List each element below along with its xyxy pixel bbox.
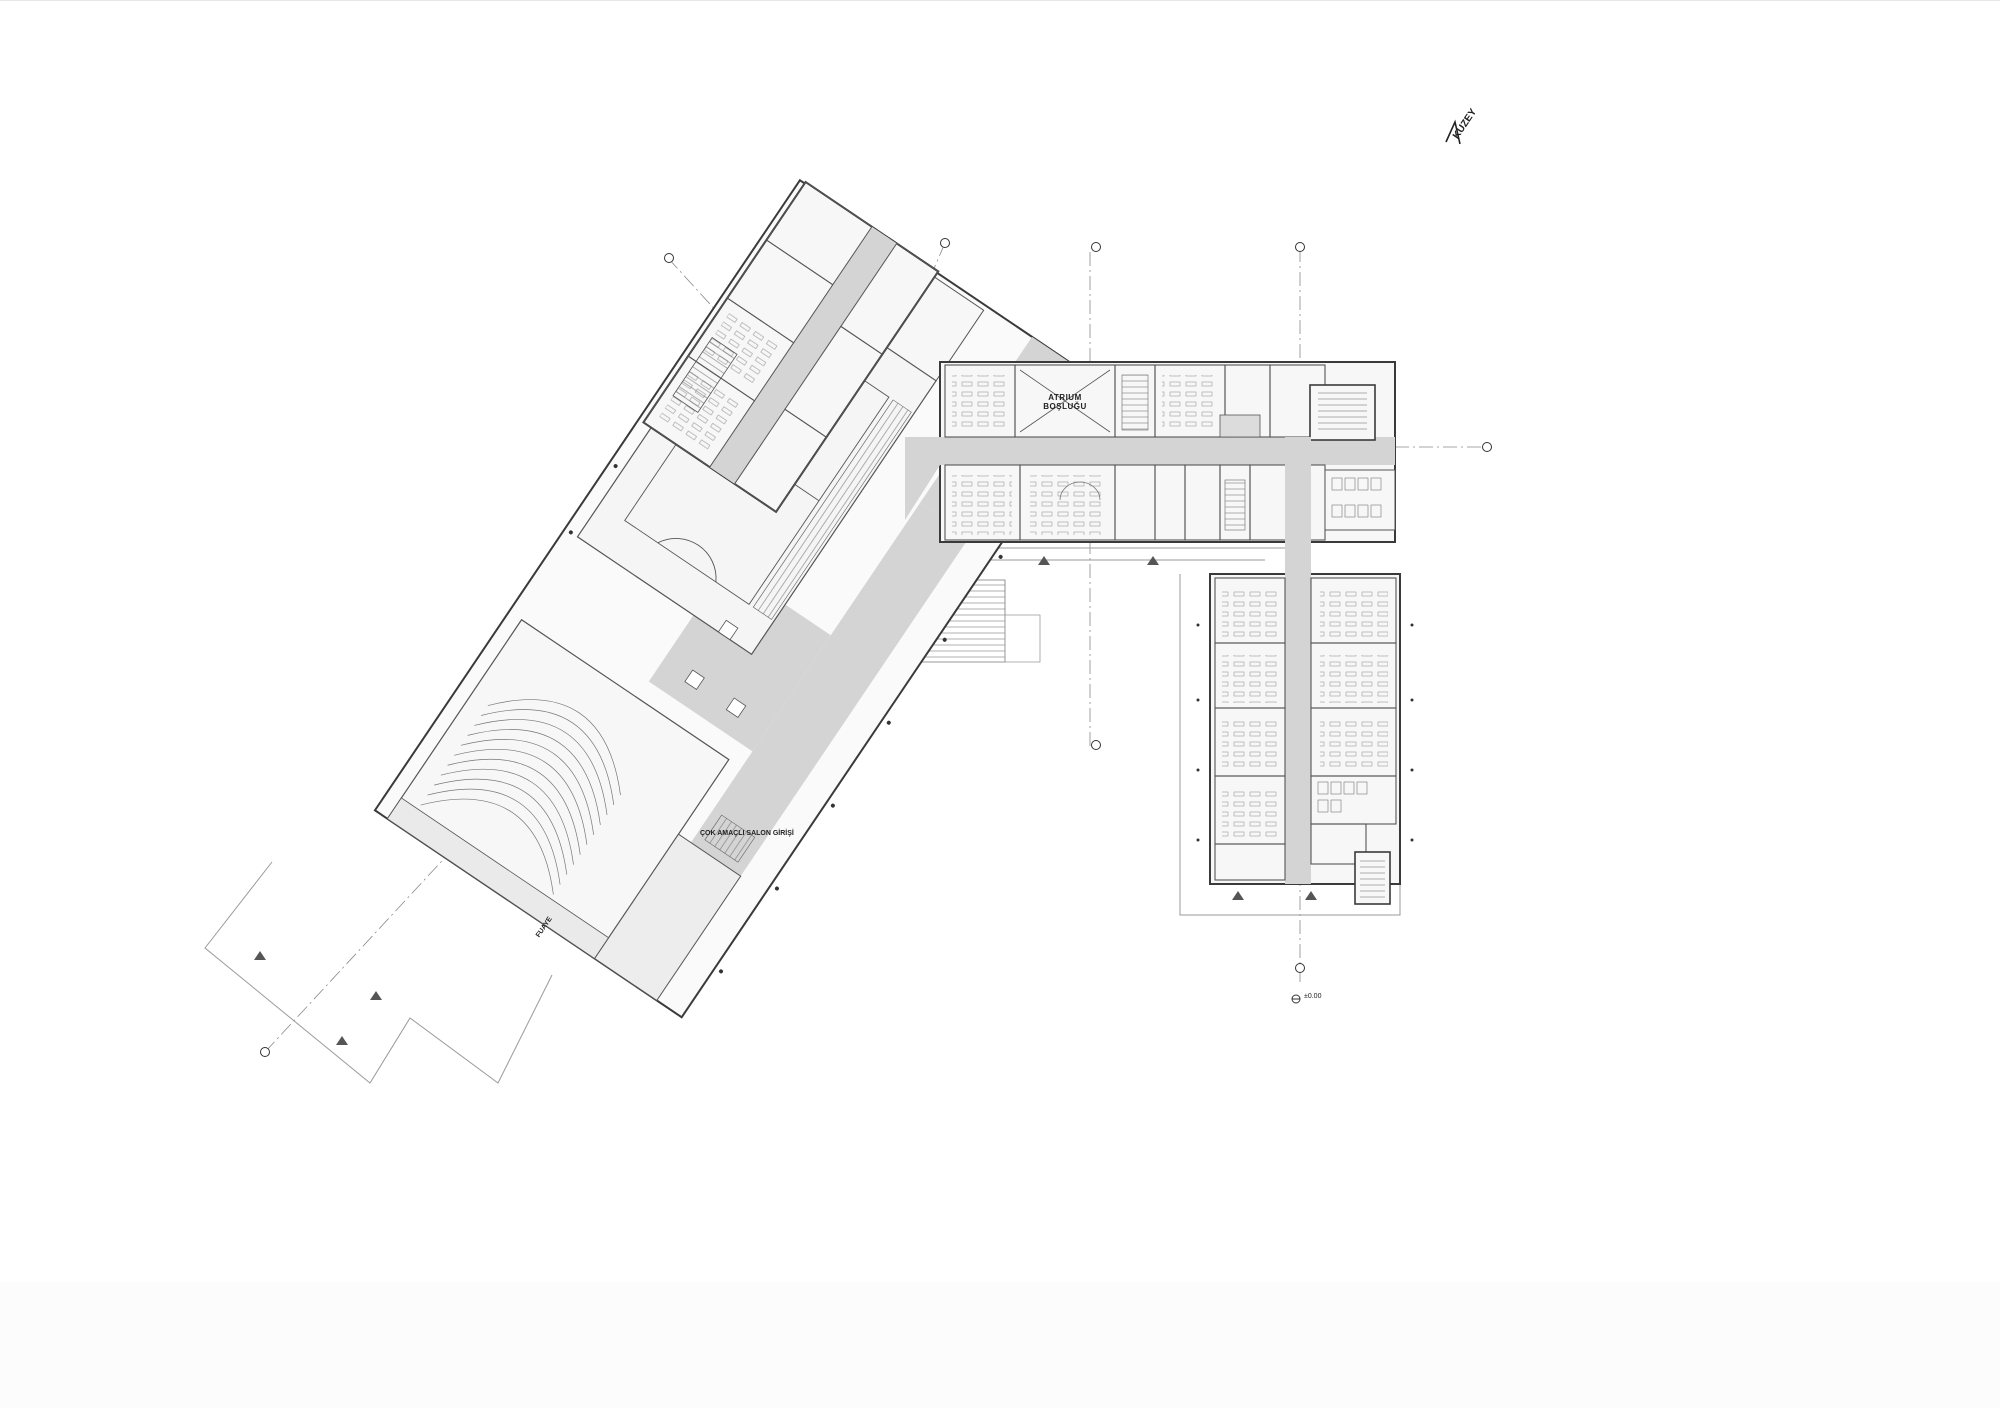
atrium-label-line2: BOŞLUĞU (1043, 402, 1087, 412)
axis-bubble (1482, 442, 1492, 452)
axis-bubble (1295, 242, 1305, 252)
axis-bubble (260, 1047, 270, 1057)
axis-bubble (1091, 242, 1101, 252)
north-arrow-icon (1445, 119, 1461, 145)
axis-bubble (940, 238, 950, 248)
axis-bubble (664, 253, 674, 263)
section-markers (254, 556, 1317, 1045)
sheet-top-rule (0, 0, 2000, 1)
axis-bubbles (260, 238, 1492, 1057)
axis-bubble (1091, 740, 1101, 750)
hall-entrance-label: ÇOK AMAÇLI SALON GİRİŞİ (700, 830, 794, 837)
atrium-label: ATRIUM BOŞLUĞU (1040, 393, 1090, 411)
south-classroom-wing (1196, 437, 1414, 905)
northwest-wing (642, 180, 940, 514)
atrium-label-line1: ATRIUM (1048, 393, 1082, 402)
level-label: ±0.00 (1304, 993, 1322, 1000)
east-west-block (905, 361, 1396, 543)
axis-bubble (1295, 963, 1305, 973)
level-marker-icon (1291, 994, 1301, 1004)
atrium-void (1019, 369, 1111, 433)
sheet-bottom-band (0, 1282, 2000, 1408)
